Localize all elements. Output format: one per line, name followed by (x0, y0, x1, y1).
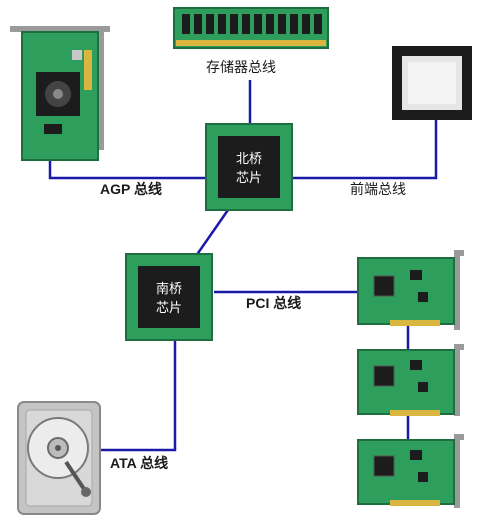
northbridge-label-line2: 芯片 (236, 171, 262, 186)
memory-bus-label: 存储器总线 (206, 59, 276, 75)
hard-disk-icon (17, 401, 101, 515)
southbridge-label-line1: 南桥 (156, 281, 182, 297)
southbridge-label-line2: 芯片 (156, 301, 182, 316)
northbridge-chip: 北桥 芯片 (205, 123, 293, 211)
front-side-bus-line (292, 120, 438, 180)
pci-card-2-icon (357, 344, 464, 416)
agp-graphics-card-icon (10, 26, 110, 161)
front-side-bus-label: 前端总线 (350, 181, 406, 197)
southbridge-chip: 南桥 芯片 (125, 253, 213, 341)
north-south-link-line (194, 209, 230, 257)
pci-card-1-icon (357, 250, 464, 330)
ata-bus-label: ATA 总线 (110, 455, 168, 471)
agp-bus-label: AGP 总线 (100, 181, 162, 197)
pci-card-3-icon (357, 434, 464, 508)
ata-bus-line (100, 330, 177, 452)
pci-bus-label: PCI 总线 (246, 295, 301, 311)
memory-module-icon (173, 7, 329, 49)
cpu-icon (392, 46, 472, 120)
northbridge-label-line1: 北桥 (236, 152, 262, 167)
